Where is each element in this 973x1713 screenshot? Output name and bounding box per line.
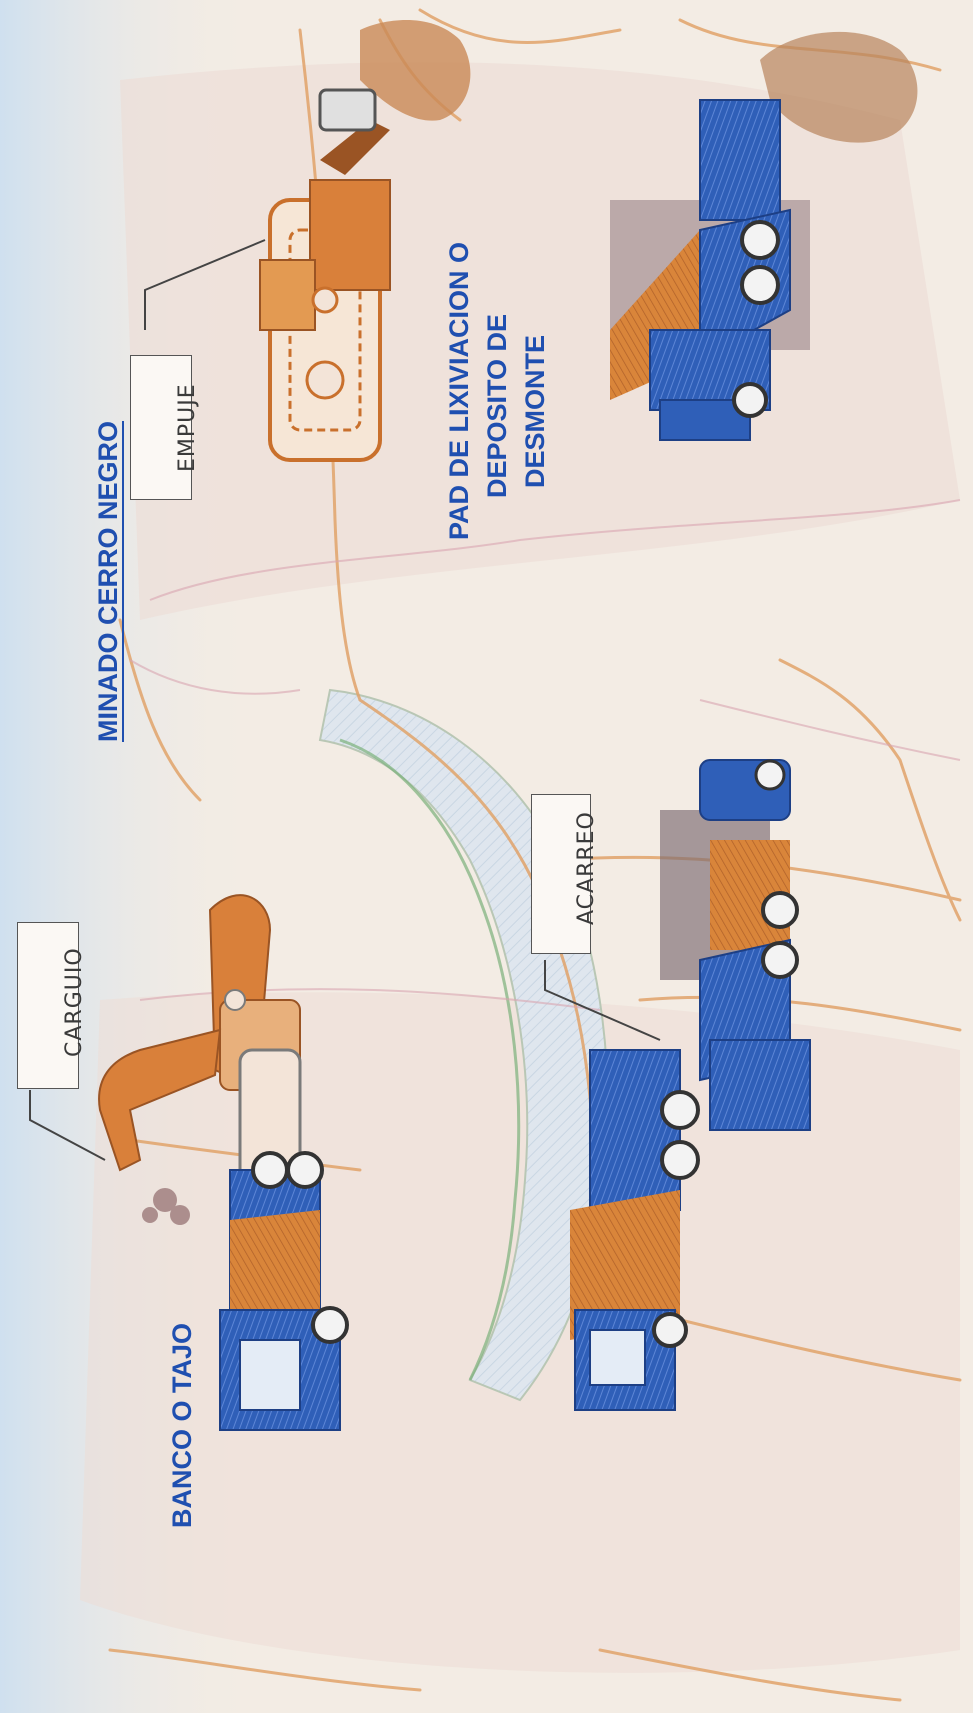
label-pad-group: PAD DE LIXIVIACION O DEPOSITO DE DESMONT… xyxy=(440,242,554,540)
label-box-empuje: EMPUJE xyxy=(130,355,192,500)
label-acarreo: ACARREO xyxy=(574,811,599,925)
label-pad-line3: DESMONTE xyxy=(516,242,554,540)
label-box-acarreo: ACARREO xyxy=(531,794,591,954)
label-carguio: CARGUIO xyxy=(62,947,87,1057)
diagram-title: MINADO CERRO NEGRO xyxy=(93,421,124,742)
label-pad-line1: PAD DE LIXIVIACION O xyxy=(440,242,478,540)
label-pad-line2: DEPOSITO DE xyxy=(478,242,516,540)
label-box-carguio: CARGUIO xyxy=(17,922,79,1089)
label-empuje: EMPUJE xyxy=(175,383,200,472)
label-banco-tajo: BANCO O TAJO xyxy=(163,1323,201,1528)
